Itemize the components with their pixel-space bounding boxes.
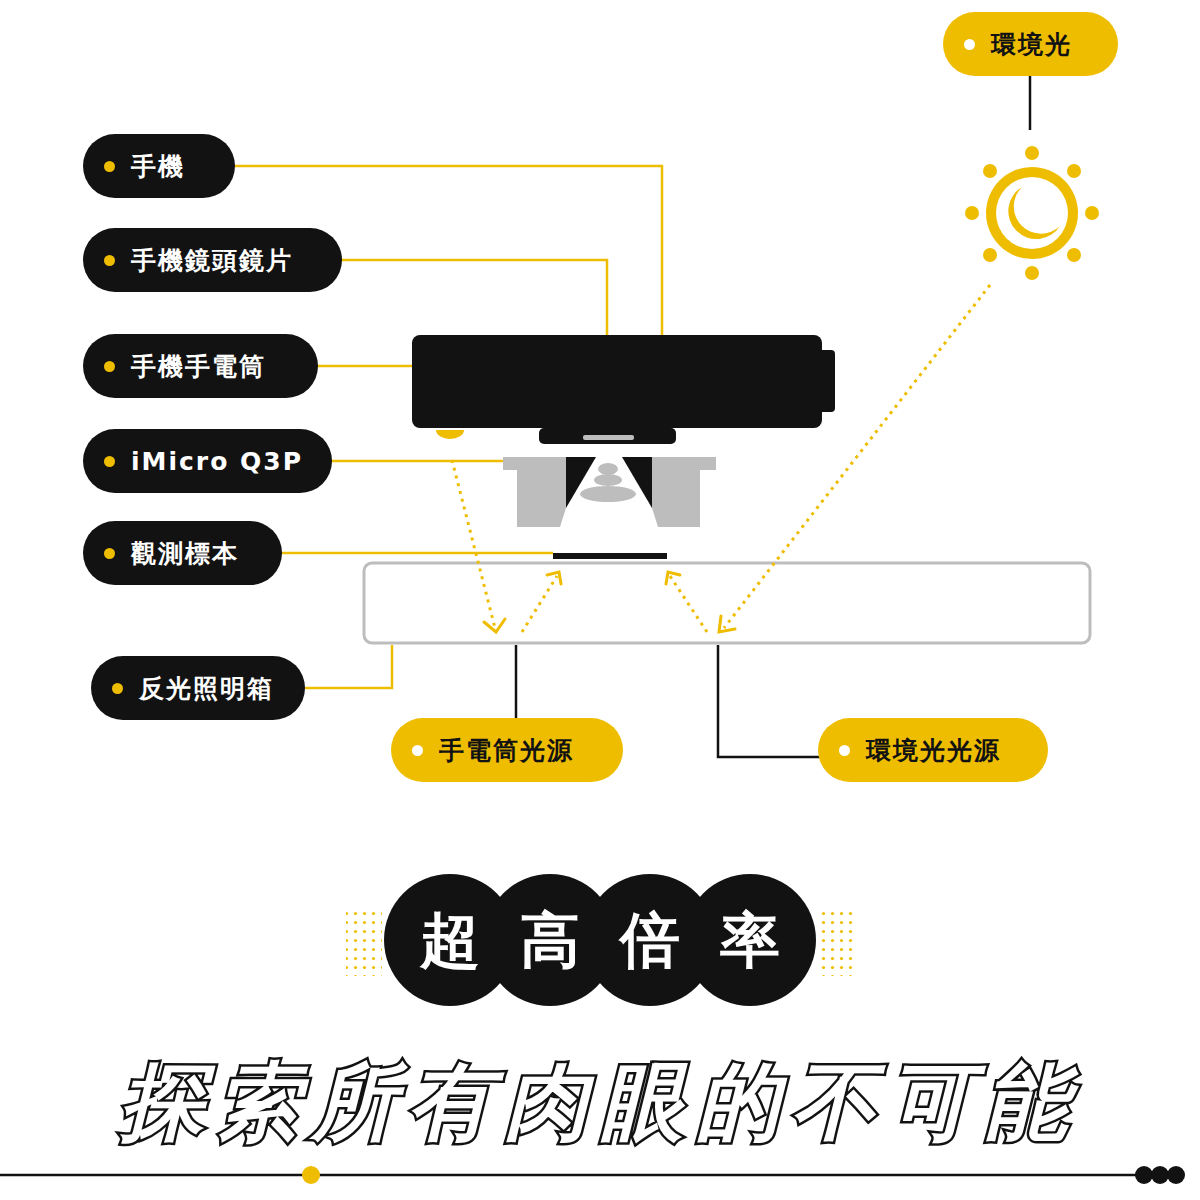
ambient-light-icon (965, 146, 1099, 280)
bottom-rule (0, 1174, 1150, 1177)
bullet-dot (104, 361, 115, 372)
phone-body (412, 335, 822, 428)
callout-pill: 手機手電筒 (83, 334, 318, 398)
bullet-dot (412, 745, 423, 756)
bullet-dot (839, 745, 850, 756)
title: 超高倍率 (420, 905, 820, 975)
callout-pill: 手機 (83, 134, 235, 198)
specimen (553, 553, 667, 559)
callout-pill: 手電筒光源 (391, 718, 623, 782)
callout-label: iMicro Q3P (131, 447, 303, 476)
bullet-dot (104, 255, 115, 266)
dot-decoration (346, 908, 382, 976)
light-rays (452, 285, 990, 632)
callout-label: 手電筒光源 (439, 734, 574, 767)
callout-label: 環境光 (991, 28, 1072, 61)
ray-heads (484, 572, 735, 632)
dot-decoration (818, 908, 854, 976)
callout-pill: 手機鏡頭鏡片 (83, 228, 342, 292)
phone-lens (583, 435, 634, 440)
callout-pill: 環境光光源 (818, 718, 1048, 782)
light-box (364, 563, 1090, 643)
callout-pill: 觀測標本 (83, 521, 282, 585)
callout-pill: 反光照明箱 (91, 656, 305, 720)
callout-label: 手機鏡頭鏡片 (131, 244, 293, 277)
callout-pill: 環境光 (943, 12, 1118, 76)
bullet-dot (104, 548, 115, 559)
lens-mount (539, 428, 676, 444)
phone-button (818, 350, 835, 412)
bullet-dot (104, 456, 115, 467)
rule-dots (1135, 1166, 1185, 1184)
flashlight (436, 430, 464, 439)
bullet-dot (112, 683, 123, 694)
imicro-lens (503, 457, 716, 527)
bullet-dot (964, 39, 975, 50)
callout-label: 觀測標本 (131, 537, 239, 570)
callout-label: 手機 (131, 150, 185, 183)
callout-pill: iMicro Q3P (83, 429, 332, 493)
bullet-dot (104, 161, 115, 172)
callout-label: 手機手電筒 (131, 350, 266, 383)
callout-label: 環境光光源 (866, 734, 1001, 767)
callout-label: 反光照明箱 (139, 672, 274, 705)
rule-dot (302, 1166, 320, 1184)
caption: 探索所有肉眼的不可能 (0, 1052, 1200, 1152)
